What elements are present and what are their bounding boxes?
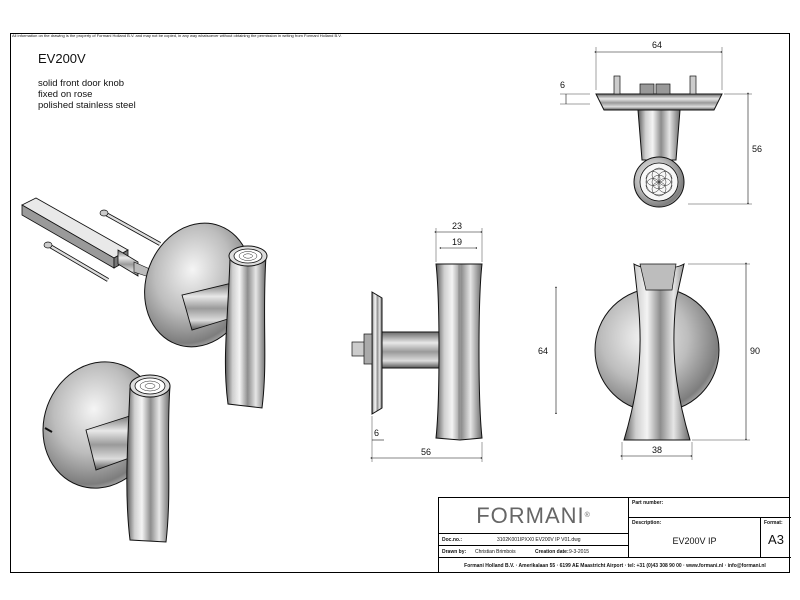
description-line: polished stainless steel [38,100,136,111]
fixing-screw [99,209,161,246]
side-view: 23 19 64 6 56 [351,221,557,462]
front-view: 90 38 [594,262,760,460]
format-label: Format: [764,520,783,526]
doc-number-row: Doc.no.: 3102K001IPXX0 EV200V IP V01.dwg [439,534,629,546]
description-line: solid front door knob [38,78,125,89]
doc-number-value: 3102K001IPXX0 EV200V IP V01.dwg [497,537,581,543]
brand-name: FORMANI [476,502,585,528]
creation-date-value: 9-3-2015 [569,549,590,555]
fixing-screw [43,241,110,282]
dimension-label: 90 [750,346,760,356]
creation-date-label: Creation date: [535,549,569,555]
knob-grip [126,385,171,543]
knob-grip [224,255,267,409]
legal-notice: All information on the drawing is the pr… [12,33,342,38]
brand-mark: ® [584,512,591,519]
description-row: Description: EV200V IP [629,518,761,558]
isometric-exploded-view [21,197,268,543]
rosette-emblem [134,377,166,395]
description-line: fixed on rose [38,89,93,100]
description-value: EV200V IP [672,536,717,546]
brand-logo: FORMANI® [439,498,629,534]
dimension-label: 6 [560,80,565,90]
dimension-label: 38 [652,445,662,455]
dimension-label: 56 [421,447,431,457]
square-spindle [21,197,153,279]
dimension-label: 56 [752,144,762,154]
part-number-label: Part number: [632,500,664,506]
format-row: Format: A3 [761,518,791,558]
doc-number-label: Doc.no.: [442,537,462,543]
description-label: Description: [632,520,662,526]
drawing-sheet-frame [10,33,790,573]
dimension-label: 64 [652,40,662,50]
top-view: 64 6 56 [560,40,762,208]
part-number-row: Part number: [629,498,791,518]
drawn-by-row: Drawn by: Christian Brimbois Creation da… [439,546,629,558]
dimension-label: 19 [452,237,462,247]
rosette-emblem [233,248,263,264]
drawn-by-value: Christian Brimbois [475,549,516,555]
product-code-title: EV200V [38,51,86,66]
dimension-label: 64 [538,346,548,356]
company-footer: Formani Holland B.V. · Amerikalaan 55 · … [464,563,766,569]
drawn-by-label: Drawn by: [442,549,467,555]
dimension-label: 23 [452,221,462,231]
dimension-label: 6 [374,428,379,438]
product-description: solid front door knob fixed on rose poli… [38,78,136,111]
title-block: FORMANI® Doc.no.: 3102K001IPXX0 EV200V I… [438,497,791,573]
format-value: A3 [768,532,784,547]
